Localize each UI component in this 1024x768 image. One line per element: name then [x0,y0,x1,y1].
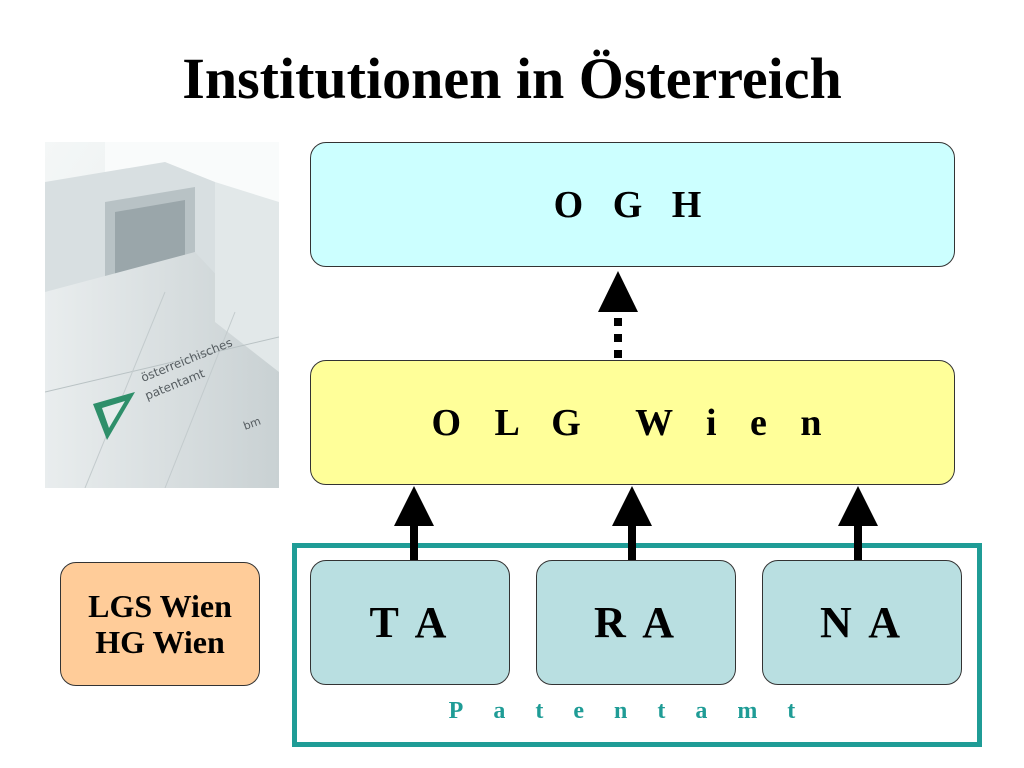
patentamt-group-frame [292,543,982,747]
page-title: Institutionen in Österreich [182,46,842,111]
ra-box: R A [536,560,736,685]
arrow-ta-to-olg [394,486,434,560]
lgs-hg-wien-box: LGS Wien HG Wien [60,562,260,686]
ogh-label: O G H [553,183,712,226]
arrow-na-to-olg [838,486,878,560]
arrow-ra-to-olg [612,486,652,560]
photo-sign-logo-text: bm [242,415,263,433]
hg-wien-label: HG Wien [95,624,225,660]
olg-wien-label: O L G W i e n [431,401,834,444]
lgs-wien-label: LGS Wien [88,588,232,624]
ta-box: T A [310,560,510,685]
ogh-box: O G H [310,142,955,267]
arrow-olg-to-ogh [598,271,638,358]
na-label: N A [819,598,905,647]
patentamt-group-label: Patentamt [448,698,826,724]
patent-office-logo-icon [93,392,135,440]
ra-label: R A [593,598,679,647]
olg-wien-box: O L G W i e n [310,360,955,485]
na-box: N A [762,560,962,685]
patent-office-photo: österreichisches patentamt bm [45,142,279,488]
ta-label: T A [369,598,451,647]
photo-column [215,182,279,372]
